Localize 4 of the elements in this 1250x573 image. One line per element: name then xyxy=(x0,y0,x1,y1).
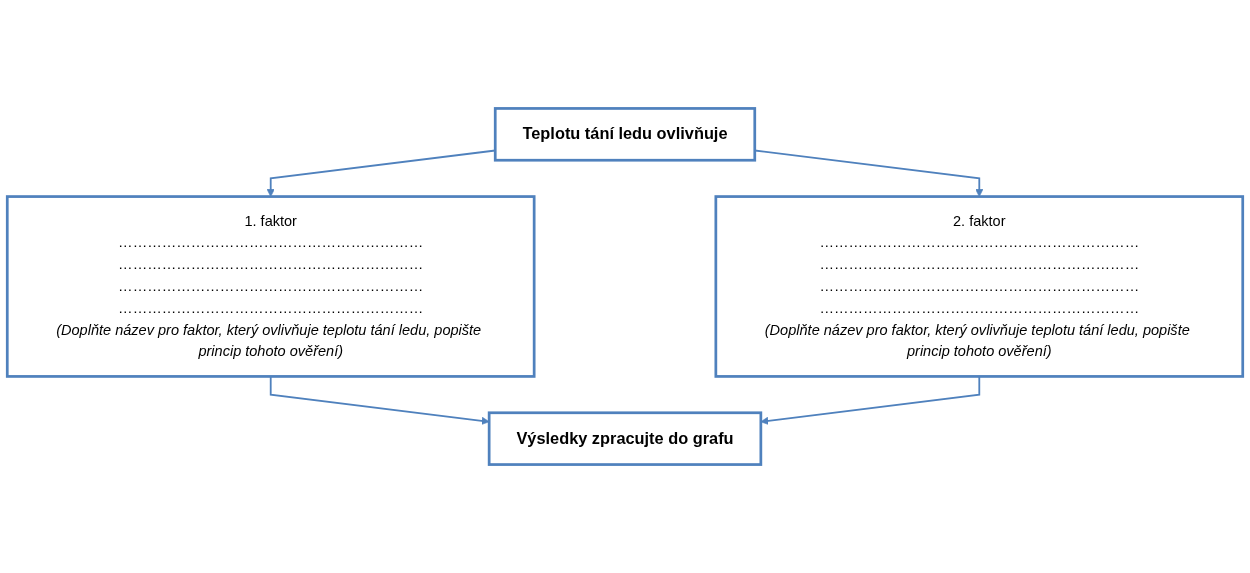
node-box: Teplotu tání ledu ovlivňuje xyxy=(493,107,757,162)
node-box: 2. faktor ………………………………………………………… ………………………………………………………… ………………………………………………………… ………………………………………………………… (Doplňte název pro faktor, který ovlivňuje teplotu tání ledu, popište princip tohoto ověření) xyxy=(714,195,1245,378)
node-box: Výsledky zpracujte do grafu xyxy=(487,411,763,466)
node-box: 1. faktor ……………………………………………………… ……………………………………………………… ……………………………………………………… ……………………………………………………… (Doplňte název pro faktor, který ovlivňuje teplotu tání ledu, popište princip tohoto ověření) xyxy=(5,195,536,378)
